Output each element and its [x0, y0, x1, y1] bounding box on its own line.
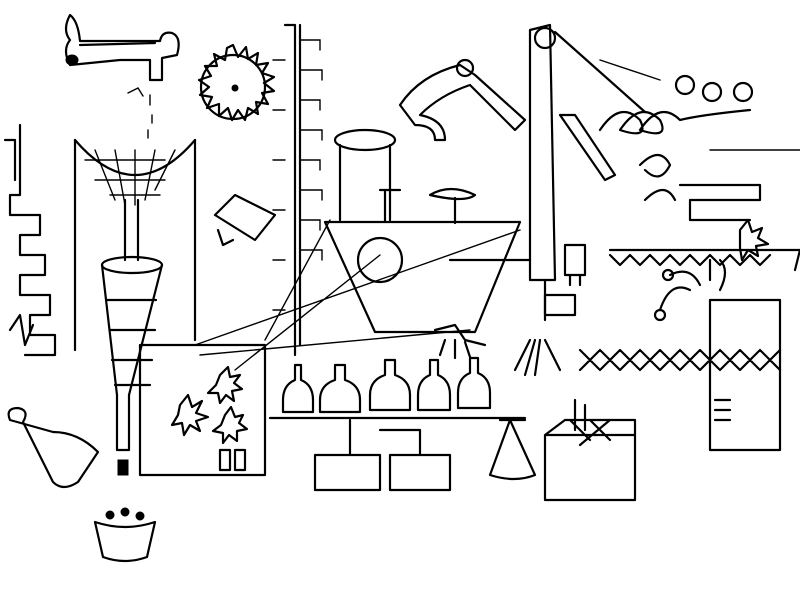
hopper: [194, 128, 522, 371]
ladder: [272, 23, 323, 357]
cart: [7, 406, 100, 489]
cannon: [213, 193, 277, 247]
bottles: [268, 356, 527, 420]
bowl: [93, 507, 157, 563]
scissor-lift: [578, 258, 782, 452]
gear: [197, 43, 276, 122]
crate: [543, 398, 637, 502]
stairs: [3, 123, 57, 357]
cone: [488, 418, 537, 481]
arm: [398, 63, 527, 142]
buckets: [313, 418, 452, 492]
funnel: [100, 198, 164, 476]
springs: [598, 59, 800, 272]
faucet: [64, 13, 180, 139]
hand: [433, 323, 487, 360]
hammock-net: [73, 138, 197, 352]
crane: [448, 23, 647, 377]
wheel-box: [138, 343, 267, 477]
